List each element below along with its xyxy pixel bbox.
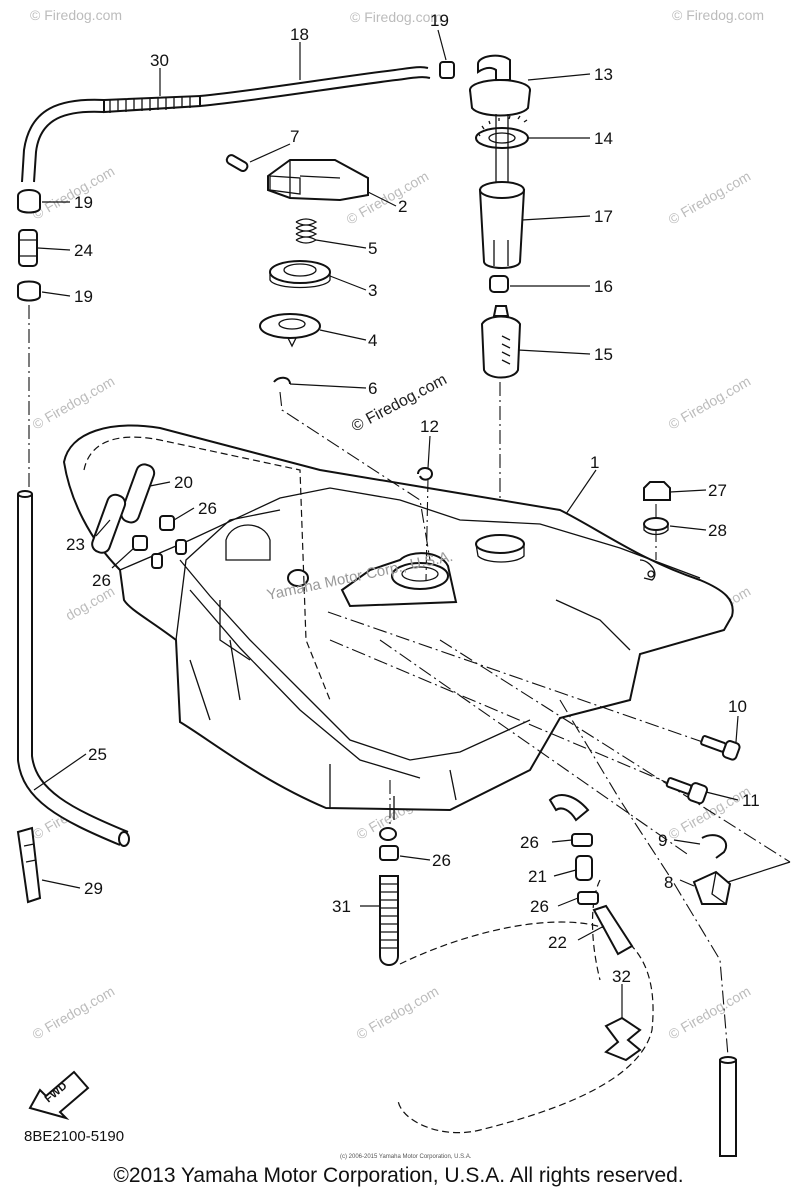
callout-1: 1 [590,453,599,472]
watermark-text: © Firedog.com [350,9,442,25]
callout-27: 27 [708,481,727,500]
callout-19: 19 [74,193,93,212]
hardware [417,467,741,905]
callout-15: 15 [594,345,613,364]
fuel-tank [62,424,734,820]
callout-3: 3 [368,281,377,300]
watermark-text: © Firedog.com [672,7,764,23]
callout-30: 30 [150,51,169,70]
callout-18: 18 [290,25,309,44]
copyright-footer: ©2013 Yamaha Motor Corporation, U.S.A. A… [113,1164,684,1187]
fuel-pickup-assembly [469,54,531,540]
watermark-text: © Firedog.com [666,983,754,1043]
callout-8: 8 [664,873,673,892]
callout-2: 2 [398,197,407,216]
callout-12: 12 [420,417,439,436]
callout-11: 11 [742,791,760,810]
callout-7: 7 [290,127,299,146]
tank-vent-hoses [83,436,331,701]
callout-6: 6 [368,379,377,398]
callout-28: 28 [708,521,727,540]
callout-26: 26 [92,571,111,590]
callout-22: 22 [548,933,567,952]
callout-26: 26 [432,851,451,870]
watermark-text: © Firedog.com [666,373,754,433]
callout-19: 19 [74,287,93,306]
filler-cap-assembly [225,154,369,385]
callout-26: 26 [530,897,549,916]
callout-17: 17 [594,207,613,226]
watermark-text: © Firedog.com [30,373,118,433]
callout-10: 10 [728,697,747,716]
fuel-line-assembly [379,794,737,1157]
callout-25: 25 [88,745,107,764]
callout-14: 14 [594,129,613,148]
assembly-guide-lines [279,391,791,1134]
callout-5: 5 [368,239,377,258]
callout-leaders [33,29,791,1018]
callout-21: 21 [528,867,547,886]
callout-26: 26 [198,499,217,518]
callout-23: 23 [66,535,85,554]
callout-16: 16 [594,277,613,296]
vent-hose-assembly [16,61,455,904]
corrugated-hose [103,94,201,114]
callout-29: 29 [84,879,103,898]
watermark-text: © Firedog.com [30,7,122,23]
callout-20: 20 [174,473,193,492]
watermark-text: © Firedog.com [30,983,118,1043]
forward-direction-arrow: FWD [28,1070,90,1120]
callout-26: 26 [520,833,539,852]
watermark-text: © Firedog.com [666,168,754,228]
cable-tie [16,826,42,904]
callout-13: 13 [594,65,613,84]
callout-19: 19 [430,11,449,30]
small-copyright-notice: (c) 2006-2015 Yamaha Motor Corporation, … [340,1154,472,1160]
callout-labels: 18 30 19 13 14 17 16 15 7 2 5 3 4 6 12 1… [66,11,760,986]
callout-24: 24 [74,241,93,260]
callout-4: 4 [368,331,377,350]
callout-9: 9 [658,831,667,850]
diagram-code: 8BE2100-5190 [24,1128,125,1145]
callout-31: 31 [332,897,351,916]
callout-32: 32 [612,967,631,986]
watermark-text: © Firedog.com [354,983,442,1043]
